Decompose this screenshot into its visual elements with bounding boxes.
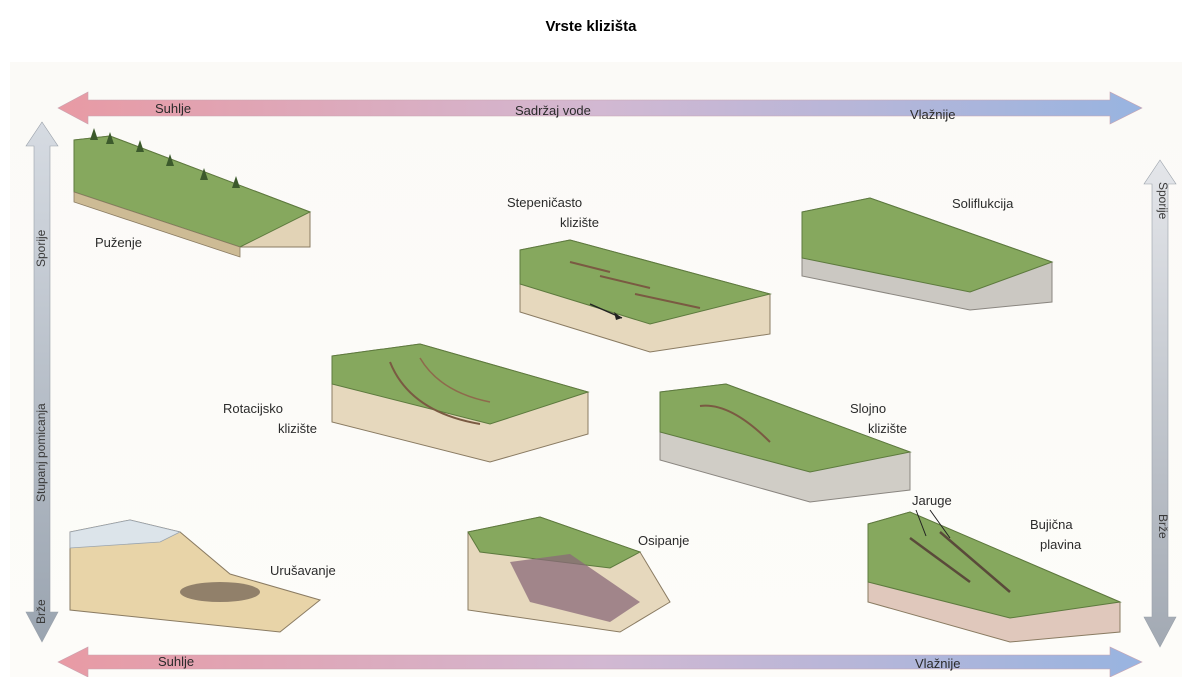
solifluction-label: Soliflukcija — [952, 195, 1013, 212]
solifluction-block — [802, 198, 1052, 310]
gullies-label: Jaruge — [912, 492, 952, 509]
rotational-slide-block — [332, 344, 588, 462]
torrent-label-line2: plavina — [1040, 536, 1081, 553]
rotational-label-line2: klizište — [278, 420, 317, 437]
landscape-illustrations — [10, 62, 1182, 677]
step-slide-block — [520, 240, 770, 352]
step-label-line1: Stepeničasto — [507, 194, 582, 211]
landslide-types-figure: Suhlje Sadržaj vode Vlažnije Suhlje Vlaž… — [10, 62, 1182, 677]
layer-label-line2: klizište — [868, 420, 907, 437]
scree-label: Osipanje — [638, 532, 689, 549]
torrent-block — [868, 510, 1120, 642]
collapse-label: Urušavanje — [270, 562, 336, 579]
step-label-line2: klizište — [560, 214, 599, 231]
layer-label-line1: Slojno — [850, 400, 886, 417]
page-title: Vrste klizišta — [0, 18, 1182, 35]
creep-label: Puženje — [95, 234, 142, 251]
torrent-label-line1: Bujična — [1030, 516, 1073, 533]
rotational-label-line1: Rotacijsko — [223, 400, 283, 417]
